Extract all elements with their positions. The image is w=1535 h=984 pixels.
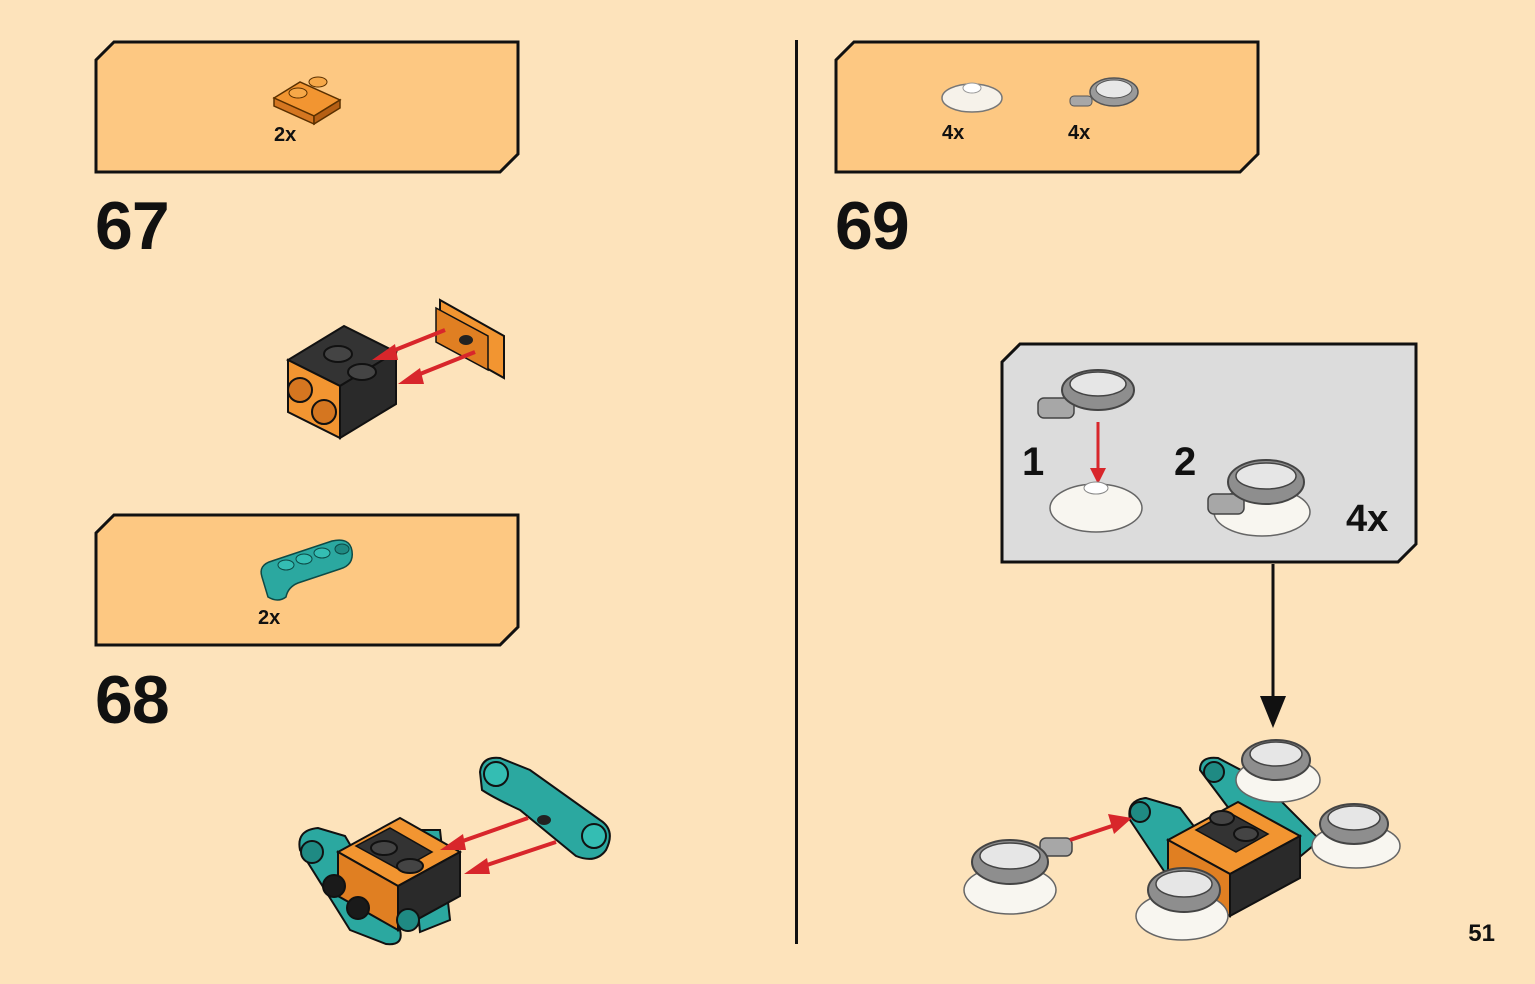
callout-frame	[834, 40, 1260, 174]
wheel-icon	[1311, 803, 1401, 869]
sub-step-2-art	[1207, 459, 1311, 537]
orange-plate-icon	[435, 298, 505, 380]
wheel-icon	[963, 837, 1073, 915]
parts-callout-67: 2x	[94, 40, 522, 174]
wheel-icon	[1235, 739, 1321, 803]
sub-step-1-label: 1	[1022, 440, 1045, 484]
teal-bracket-plate-icon	[260, 539, 353, 601]
sub-step-2-label: 2	[1174, 440, 1197, 484]
part-qty: 4x	[942, 122, 965, 144]
column-divider	[795, 40, 798, 944]
step-number: 67	[95, 188, 170, 264]
part-qty: 2x	[258, 607, 281, 629]
grey-pan-icon	[1069, 77, 1139, 107]
teal-orange-assembly-icon	[298, 816, 463, 946]
step-number: 69	[835, 188, 910, 264]
red-arrow-icon	[372, 328, 476, 384]
page-number: 51	[1468, 920, 1495, 947]
black-arrow-icon	[1260, 564, 1286, 728]
teal-bracket-icon	[478, 756, 611, 860]
red-arrow-icon	[1069, 814, 1132, 842]
sub-step-1-art	[1037, 369, 1143, 533]
wheel-icon	[1135, 867, 1229, 941]
parts-callout-69: 4x 4x	[834, 40, 1262, 174]
chassis-assembly-icon	[1128, 756, 1322, 918]
parts-callout-68: 2x	[94, 513, 522, 647]
orange-black-brick-icon	[285, 324, 399, 440]
part-qty: 2x	[274, 124, 297, 146]
sub-assembly-multiplier: 4x	[1346, 498, 1389, 540]
part-qty: 4x	[1068, 122, 1091, 144]
clear-dish-icon	[941, 82, 1003, 113]
red-arrow-icon	[440, 816, 557, 874]
sub-assembly-panel: 1 2 4x	[1000, 342, 1420, 564]
step-number: 68	[95, 662, 170, 738]
orange-plate-1x2-icon	[272, 76, 342, 126]
